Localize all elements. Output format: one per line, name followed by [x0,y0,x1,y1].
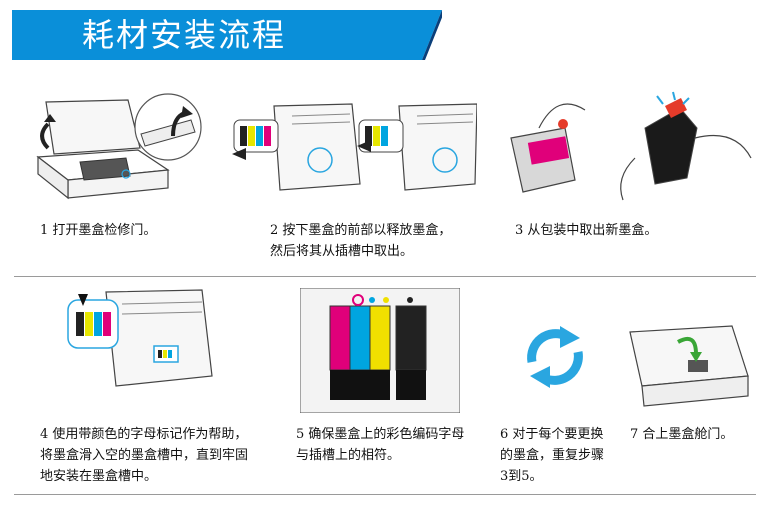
caption-line: 的墨盒，重复步骤 [500,448,605,463]
step1-caption: 1 打开墨盒检修门。 [40,220,156,241]
step4-illustration [62,286,222,396]
step4-caption: 4 使用带颜色的字母标记作为帮助， 将墨盒滑入空的墨盒槽中，直到牢固 地安装在墨… [40,424,248,487]
caption-line: 4 使用带颜色的字母标记作为帮助， [40,427,248,442]
bottom-divider [14,494,756,495]
caption-line: 2 按下墨盒的前部以释放墨盒， [270,223,452,238]
header-banner: 耗材安装流程 [12,10,442,60]
refresh-icon [520,322,590,392]
step2-caption: 2 按下墨盒的前部以释放墨盒， 然后将其从插槽中取出。 [270,220,451,262]
step6-caption: 6 对于每个要更换 的墨盒，重复步骤 3到5。 [500,424,604,487]
step1-illustration [28,92,208,202]
banner-shape [12,10,442,60]
caption-line: 3 从包装中取出新墨盒。 [515,223,658,238]
page-title: 耗材安装流程 [82,16,287,54]
step1-zoom-icon [134,93,202,161]
caption-line: 3到5。 [500,469,543,484]
caption-line: 1 打开墨盒检修门。 [40,223,157,238]
caption-line: 然后将其从插槽中取出。 [270,244,414,259]
caption-line: 5 确保墨盒上的彩色编码字母 [296,427,465,442]
caption-line: 地安装在墨盒槽中。 [40,469,158,484]
row-divider [14,276,756,277]
step7-caption: 7 合上墨盒舱门。 [630,424,733,445]
step2-illustration [232,98,478,198]
step5-caption: 5 确保墨盒上的彩色编码字母 与插槽上的相符。 [296,424,464,466]
step3-caption: 3 从包装中取出新墨盒。 [515,220,657,241]
step7-illustration [622,322,752,412]
step5-illustration [299,287,461,414]
caption-line: 6 对于每个要更换 [500,427,604,442]
caption-line: 将墨盒滑入空的墨盒槽中，直到牢固 [40,448,249,463]
caption-line: 7 合上墨盒舱门。 [630,427,734,442]
step3-illustration [505,88,755,208]
caption-line: 与插槽上的相符。 [296,448,401,463]
